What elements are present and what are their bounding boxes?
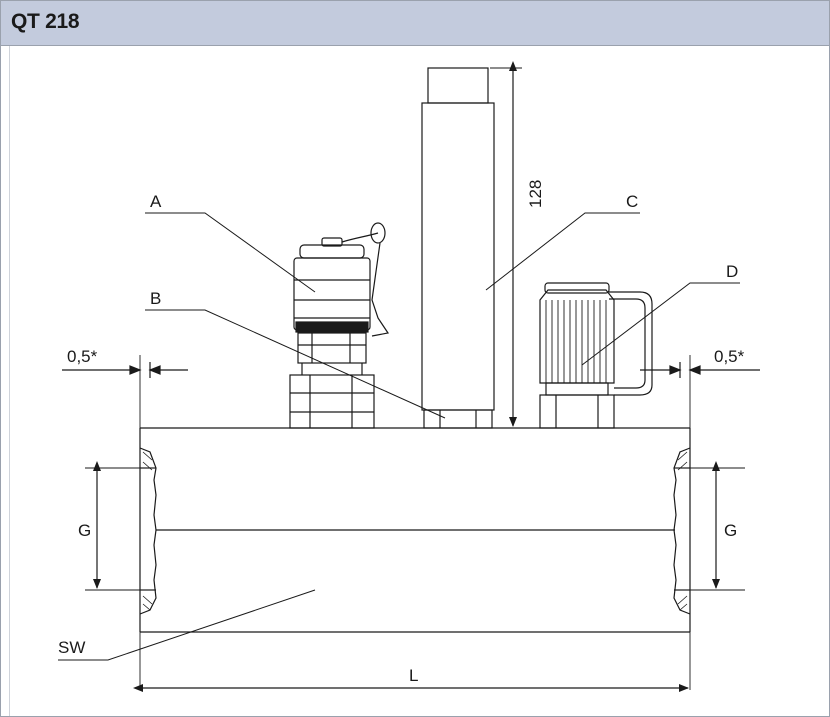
label-b: B xyxy=(150,289,161,308)
dimension-128 xyxy=(490,61,522,429)
leader-sw xyxy=(58,589,316,661)
component-c xyxy=(421,67,495,411)
label-g-left: G xyxy=(78,521,91,540)
dimension-right-gap xyxy=(640,362,760,378)
label-l: L xyxy=(409,666,418,685)
label-128: 128 xyxy=(526,180,545,208)
label-left-gap: 0,5* xyxy=(67,347,98,366)
dimension-g-left xyxy=(85,461,140,591)
dimension-g-right xyxy=(690,461,745,591)
title-bar: QT 218 xyxy=(1,1,829,46)
component-a xyxy=(289,222,390,429)
label-c: C xyxy=(626,192,638,211)
dimension-left-gap xyxy=(62,362,188,378)
component-d xyxy=(539,282,653,429)
leader-a xyxy=(145,212,316,293)
leader-c xyxy=(485,212,640,291)
leader-b xyxy=(145,309,446,419)
left-margin xyxy=(1,46,10,716)
page-title: QT 218 xyxy=(11,10,80,33)
label-sw: SW xyxy=(58,638,85,657)
label-d: D xyxy=(726,262,738,281)
label-right-gap: 0,5* xyxy=(714,347,745,366)
leader-d xyxy=(581,282,740,366)
pipe-body xyxy=(139,427,691,633)
label-g-right: G xyxy=(724,521,737,540)
label-a: A xyxy=(150,192,162,211)
